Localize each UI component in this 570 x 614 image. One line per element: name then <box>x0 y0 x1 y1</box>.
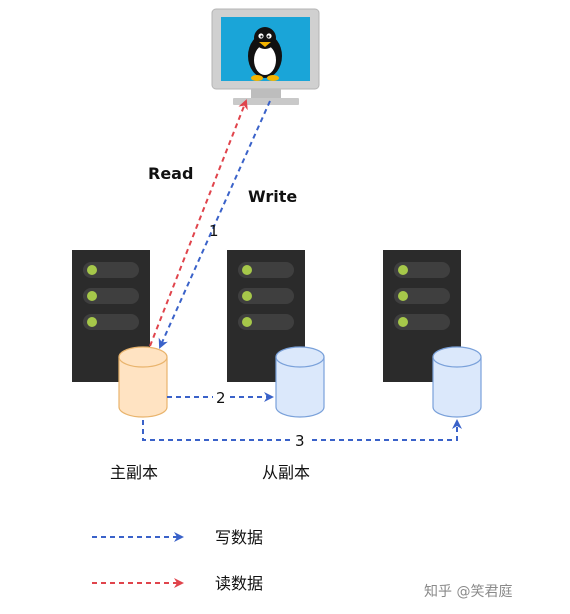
legend-write-label: 写数据 <box>215 528 263 547</box>
legend-read-label: 读数据 <box>215 574 263 593</box>
step-1-label: 1 <box>209 222 219 240</box>
secondary-database-icon-1 <box>275 346 325 418</box>
watermark: 知乎 @笑君庭 <box>424 583 512 600</box>
secondary-database-icon-2 <box>432 346 482 418</box>
read-label: Read <box>148 164 193 183</box>
penguin-icon <box>248 27 282 81</box>
write-label: Write <box>248 187 297 206</box>
step-2-label: 2 <box>216 389 226 407</box>
linux-computer-icon <box>211 8 320 105</box>
primary-database-icon <box>118 346 168 418</box>
read-arrow <box>149 99 248 347</box>
replicate-arrow-3 <box>142 419 462 441</box>
primary-replica-label: 主副本 <box>110 463 158 482</box>
secondary-replica-label: 从副本 <box>262 463 310 482</box>
step-3-label: 3 <box>295 432 305 450</box>
